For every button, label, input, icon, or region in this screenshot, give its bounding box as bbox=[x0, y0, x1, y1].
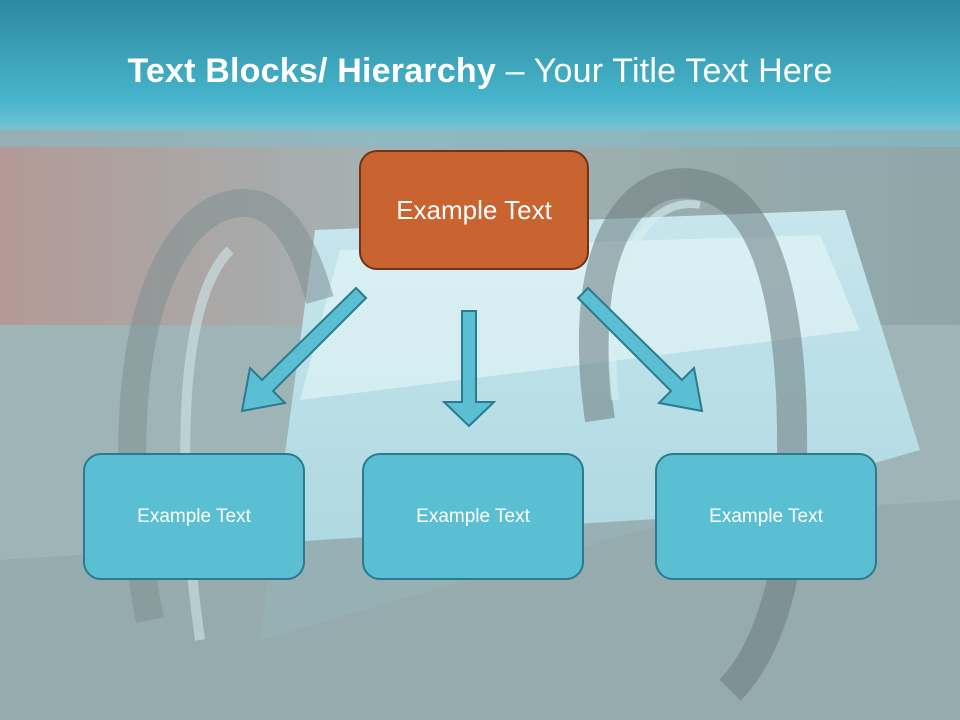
title-bold-text: Text Blocks/ Hierarchy bbox=[127, 52, 496, 90]
title-subtitle: Your Title Text Here bbox=[533, 52, 833, 90]
arrow-to-center-child bbox=[441, 310, 497, 428]
child-node-label: Example Text bbox=[709, 505, 823, 527]
child-node-center: Example Text bbox=[362, 453, 584, 580]
title-separator: – bbox=[495, 52, 534, 90]
root-node: Example Text bbox=[359, 150, 589, 270]
root-node-label: Example Text bbox=[396, 194, 552, 225]
child-node-left: Example Text bbox=[83, 453, 305, 580]
child-node-label: Example Text bbox=[416, 505, 530, 527]
slide-title: Text Blocks/ Hierarchy – Your Title Text… bbox=[0, 52, 960, 91]
child-node-right: Example Text bbox=[655, 453, 877, 580]
arrow-to-right-child bbox=[576, 286, 704, 413]
child-node-label: Example Text bbox=[137, 505, 251, 527]
arrow-to-left-child bbox=[240, 286, 368, 413]
